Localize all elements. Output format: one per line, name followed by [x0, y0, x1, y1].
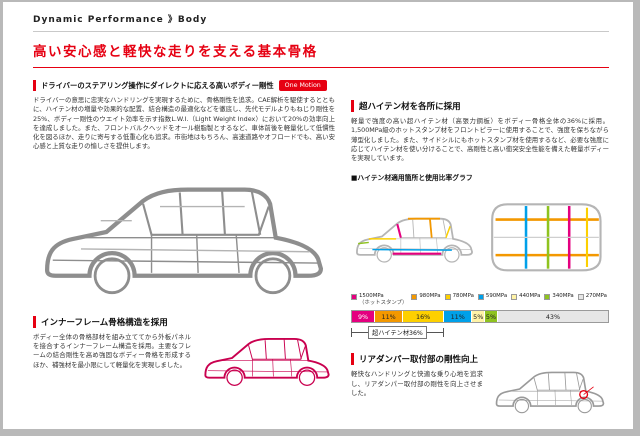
chart-title: ■ハイテン材適用箇所と使用比率グラフ [351, 174, 473, 183]
hiten-side-view-image [356, 218, 473, 264]
right-column: 超ハイテン材を各所に採用 軽量で強度の高い超ハイテン材（高張力鋼板）をボディー骨… [351, 80, 609, 425]
legend-label-1500mpa: 1500MPa （ホットスタンプ） [359, 293, 407, 306]
hiten-underbody-image [491, 203, 602, 272]
legend-label-text: 440MPa [519, 293, 541, 300]
legend-item-440mpa: 440MPa [511, 293, 540, 306]
inner-frame-heading: インナーフレーム骨格構造を採用 [41, 317, 168, 328]
bar-segment-label: 5% [473, 312, 484, 321]
bar-segment-980mpa: 11% [375, 311, 404, 323]
body-frame-illustration [33, 158, 335, 306]
legend-item-980mpa: 980MPa [411, 293, 441, 306]
legend-item-590mpa: 590MPa [477, 293, 508, 306]
legend-note-text: （ホットスタンプ） [359, 299, 408, 306]
inner-frame-illustration [199, 316, 335, 400]
brochure-page: Dynamic Performance 》Body 高い安心感と軽快な走りを支え… [3, 2, 633, 429]
hiten-heading: 超ハイテン材を各所に採用 [359, 102, 461, 112]
rear-damper-text-block: リアダンパー取付部の剛性向上 軽快なハンドリングと快適な乗り心地を追求し、リアダ… [351, 353, 483, 425]
inner-frame-section: インナーフレーム骨格構造を採用 ボディー全体の骨格部材を組み立ててから外板パネル… [33, 315, 335, 400]
legend-swatch-270mpa [577, 294, 584, 301]
bar-segment-780mpa: 16% [403, 311, 445, 323]
section-heading-body-rigidity: ドライバーのステアリング操作にダイレクトに応える高いボディー剛性 One Mot… [33, 80, 335, 91]
bar-segment-label: 11% [381, 312, 396, 321]
rear-damper-heading: リアダンパー取付部の剛性向上 [359, 355, 479, 366]
legend-swatch-340mpa [544, 294, 551, 301]
section-heading-hiten: 超ハイテン材を各所に採用 [351, 100, 609, 112]
hiten-side-view-illustration [351, 185, 478, 288]
body-rigidity-paragraph: ドライバーの意思に忠実なハンドリングを実現するために、骨格剛性を追求。CAE解析… [33, 96, 335, 151]
bar-segment-270mpa: 43% [497, 311, 608, 323]
bracket-label: 超ハイテン材36% [368, 326, 427, 340]
legend-swatch-780mpa [444, 294, 451, 301]
bar-segment-label: 5% [485, 312, 497, 321]
bar-segment-label: 11% [450, 312, 465, 321]
bar-segment-340mpa: 5% [485, 311, 498, 323]
inner-frame-wireframe-image [204, 337, 330, 386]
rear-damper-paragraph: 軽快なハンドリングと快適な乗り心地を追求し、リアダンパー取付部の剛性を向上させま… [351, 370, 483, 397]
header-divider [33, 31, 609, 32]
bracket-line [426, 332, 443, 334]
bar-segment-label: 43% [545, 312, 561, 321]
one-motion-badge: One Motion [278, 80, 327, 91]
legend-item-270mpa: 270MPa [577, 293, 607, 306]
bracket-tick [442, 328, 444, 338]
legend-label-text: 590MPa [485, 293, 508, 300]
bar-segment-440mpa: 5% [472, 311, 486, 323]
hiten-diagrams [351, 185, 609, 288]
hiten-legend: 1500MPa （ホットスタンプ） 980MPa 780MPa 590MPa [351, 293, 609, 306]
section-heading-inner-frame: インナーフレーム骨格構造を採用 [33, 315, 191, 328]
title-divider [33, 67, 609, 68]
bar-segment-label: 16% [416, 312, 431, 321]
legend-label-text: 340MPa [552, 293, 574, 300]
bar-segment-590mpa: 11% [444, 311, 473, 323]
ultra-hiten-bracket: 超ハイテン材36% [351, 326, 444, 340]
body-frame-wireframe-image [33, 158, 335, 306]
page-title: 高い安心感と軽快な走りを支える基本骨格 [33, 44, 318, 60]
legend-label-text: 980MPa [419, 293, 441, 300]
left-column: ドライバーのステアリング操作にダイレクトに応える高いボディー剛性 One Mot… [33, 80, 335, 425]
body-rigidity-heading: ドライバーのステアリング操作にダイレクトに応える高いボディー剛性 [41, 80, 274, 90]
bracket-line [352, 332, 369, 334]
legend-item-780mpa: 780MPa [444, 293, 474, 306]
legend-label-text: 270MPa [585, 293, 607, 300]
content-columns: ドライバーのステアリング操作にダイレクトに応える高いボディー剛性 One Mot… [33, 80, 609, 425]
legend-swatch-440mpa [511, 294, 518, 301]
section-heading-rear-damper: リアダンパー取付部の剛性向上 [351, 353, 483, 366]
inner-frame-paragraph: ボディー全体の骨格部材を組み立ててから外板パネルを接合するインナーフレーム構造を… [33, 332, 191, 369]
rear-damper-section: リアダンパー取付部の剛性向上 軽快なハンドリングと快適な乗り心地を追求し、リアダ… [351, 353, 609, 425]
rear-damper-illustration [491, 353, 609, 425]
breadcrumb: Dynamic Performance 》Body [33, 15, 208, 25]
bar-segment-label: 9% [357, 312, 369, 321]
inner-frame-text-block: インナーフレーム骨格構造を採用 ボディー全体の骨格部材を組み立ててから外板パネル… [33, 315, 191, 400]
rear-damper-image [495, 372, 605, 414]
legend-item-340mpa: 340MPa [544, 293, 574, 306]
hiten-paragraph: 軽量で強度の高い超ハイテン材（高張力鋼板）をボディー骨格全体の36%に採用。1,… [351, 117, 609, 163]
legend-swatch-590mpa [477, 294, 484, 301]
bar-segment-1500mpa: 9% [352, 311, 376, 323]
legend-label-text: 780MPa [452, 293, 474, 300]
legend-label-text: 1500MPa [359, 293, 384, 300]
legend-swatch-980mpa [411, 294, 418, 301]
legend-item-1500mpa: 1500MPa （ホットスタンプ） [351, 293, 407, 306]
hiten-usage-bar: 9% 11% 16% 11% 5% 5% 43% [351, 310, 609, 324]
bracket-tick [351, 328, 352, 338]
hiten-underbody-illustration [482, 185, 609, 288]
legend-swatch-1500mpa [351, 294, 357, 301]
